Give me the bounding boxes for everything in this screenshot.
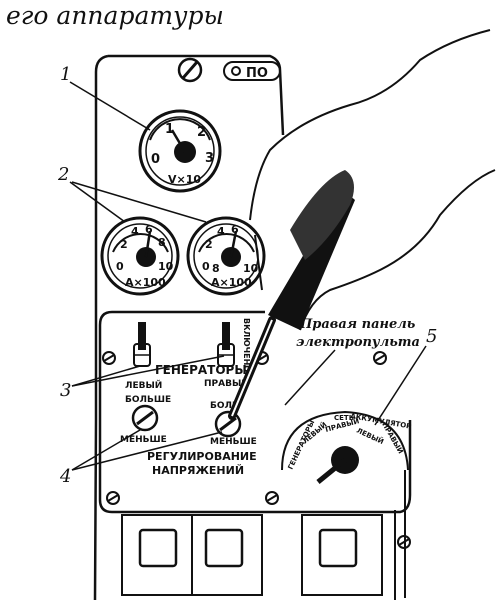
selector-label-generators: ГЕНЕРАТОРЫ: [287, 419, 317, 471]
svg-text:ПО: ПО: [246, 66, 268, 81]
callout-4: 4: [59, 466, 71, 487]
voltmeter-unit: V×10: [168, 173, 201, 186]
top-screw: [177, 57, 203, 83]
left-ammeter-scale-4: 4: [131, 225, 139, 238]
right-generator-switch[interactable]: [217, 322, 235, 367]
right-panel-label-line2: электропульта: [296, 335, 420, 350]
switch-on-label: ВКЛЮЧЕНО: [242, 318, 251, 372]
panel-lower-outline: [98, 310, 412, 514]
left-ammeter-scale-2: 2: [120, 238, 128, 251]
left-generator-switch[interactable]: [133, 322, 151, 367]
callout-3: 3: [60, 380, 71, 401]
screw: [265, 491, 279, 505]
right-voltage-rheostat[interactable]: БОЛЬ МЕНЬШЕ: [210, 401, 257, 447]
right-ammeter-unit: A×100: [211, 276, 252, 289]
right-ammeter-scale-8: 8: [212, 262, 220, 275]
left-voltage-rheostat[interactable]: БОЛЬШЕ МЕНЬШЕ: [120, 395, 171, 445]
handwritten-caption: его аппаратуры: [6, 1, 224, 30]
left-ammeter: 0 2 4 6 8 10 A×100: [100, 216, 180, 296]
selector-label-left-2: ЛЕВЫЙ: [355, 426, 385, 446]
left-ammeter-scale-10: 10: [158, 260, 174, 273]
generator-left-label: ЛЕВЫЙ: [125, 379, 162, 391]
screw: [102, 351, 116, 365]
left-ammeter-unit: A×100: [125, 276, 166, 289]
right-ammeter-scale-2: 2: [205, 238, 213, 251]
right-ammeter-scale-10: 10: [243, 262, 259, 275]
panel-upper-outline: [93, 54, 285, 600]
bottom-socket-middle: [191, 514, 263, 596]
right-ammeter-scale-6: 6: [231, 223, 239, 236]
selector-label-network: СЕТЬ: [334, 414, 354, 422]
generator-right-label: ПРАВЫЙ: [204, 377, 249, 389]
regulation-title-line2: НАПРЯЖЕНИЙ: [152, 464, 244, 477]
right-ammeter-scale-0: 0: [202, 260, 210, 273]
callout-1: 1: [60, 64, 71, 85]
right-ammeter: 0 2 4 6 8 10 A×100: [186, 216, 266, 296]
generators-title: ГЕНЕРАТОРЫ: [155, 363, 247, 377]
voltmeter-scale-0: 0: [151, 152, 160, 167]
bottom-socket-left: [121, 514, 193, 596]
left-ammeter-scale-6: 6: [145, 223, 153, 236]
left-ammeter-scale-0: 0: [116, 260, 124, 273]
voltmeter: 0 1 2 3 V×10: [138, 109, 222, 193]
screw: [106, 491, 120, 505]
hand-with-screwdriver: [228, 29, 496, 420]
voltmeter-scale-1: 1: [165, 122, 174, 137]
meter-selector-switch[interactable]: ГЕНЕРАТОРЫ СЕТЬ ЛЕВЫЙ ПРАВЫЙ АККУМУЛЯТОР…: [281, 410, 412, 484]
screw: [373, 351, 387, 365]
callout-5: 5: [426, 326, 437, 347]
panel-right-edge: [394, 470, 406, 600]
bottom-socket-right: [301, 514, 383, 596]
voltmeter-scale-3: 3: [205, 151, 214, 166]
right-rheostat-less: МЕНЬШЕ: [210, 437, 257, 447]
right-panel-label-line1: Правая панель: [299, 317, 416, 332]
voltmeter-scale-2: 2: [197, 125, 206, 140]
regulation-title-line1: РЕГУЛИРОВАНИЕ: [147, 450, 257, 463]
right-rheostat-more: БОЛЬ: [210, 401, 239, 411]
screw: [397, 535, 411, 549]
right-ammeter-scale-4: 4: [217, 225, 225, 238]
panel-top-label: ПО: [223, 61, 281, 81]
left-rheostat-less: МЕНЬШЕ: [120, 435, 167, 445]
callout-2: 2: [57, 164, 69, 185]
left-ammeter-scale-8: 8: [158, 236, 166, 249]
left-rheostat-more: БОЛЬШЕ: [125, 395, 171, 405]
